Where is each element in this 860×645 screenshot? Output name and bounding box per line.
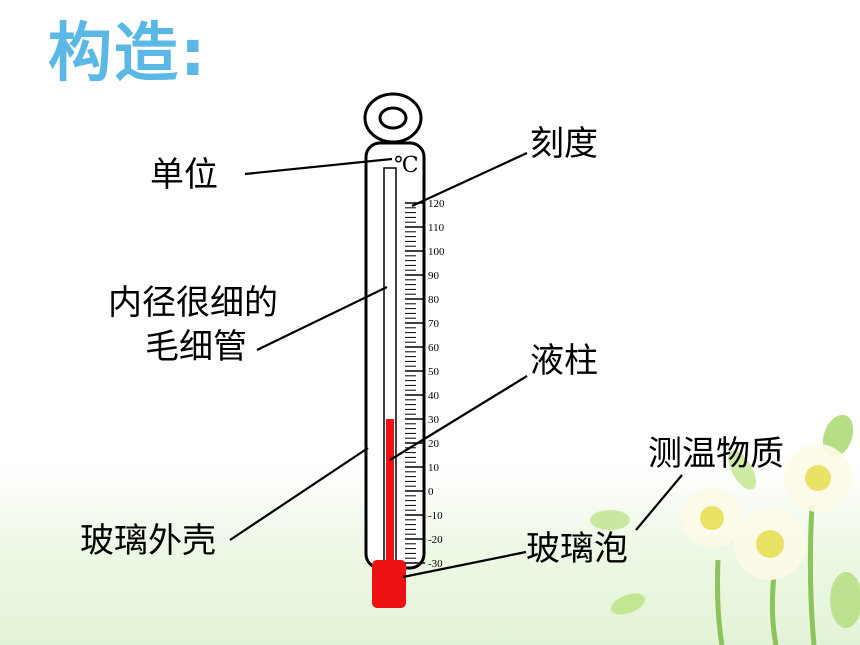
thermometric-substance-label: 测温物质 bbox=[648, 434, 784, 474]
scale-label: 刻度 bbox=[530, 124, 598, 164]
unit-symbol: ℃ bbox=[394, 153, 419, 178]
tick-label: 20 bbox=[428, 438, 440, 450]
tick-label: 90 bbox=[428, 270, 440, 282]
tick-label: 120 bbox=[428, 198, 445, 210]
tick-label: 110 bbox=[428, 222, 445, 234]
tick-label: 40 bbox=[428, 390, 440, 402]
glass-bulb-label: 玻璃泡 bbox=[526, 529, 628, 569]
tick-label: 30 bbox=[428, 414, 440, 426]
tick-label: 80 bbox=[428, 294, 440, 306]
capillary-label-line1: 内径很细的 bbox=[108, 283, 278, 323]
tick-label: -30 bbox=[428, 558, 443, 570]
liquid-column-label: 液柱 bbox=[530, 341, 598, 381]
tick-label: 60 bbox=[428, 342, 440, 354]
liquid-column bbox=[386, 419, 394, 568]
tick-label: 10 bbox=[428, 462, 440, 474]
flower-decoration bbox=[590, 414, 860, 645]
leader-lines bbox=[229, 152, 683, 579]
capillary-label-line2: 毛细管 bbox=[145, 327, 247, 367]
tick-label: 50 bbox=[428, 366, 440, 378]
tick-label: 100 bbox=[428, 246, 445, 258]
slide-title: 构造: bbox=[48, 17, 208, 91]
unit-label: 单位 bbox=[150, 155, 218, 195]
tick-label: 70 bbox=[428, 318, 440, 330]
tick-label: -20 bbox=[428, 534, 443, 546]
tick-label: -10 bbox=[428, 510, 443, 522]
glass-shell-label: 玻璃外壳 bbox=[80, 521, 216, 561]
glass-bulb bbox=[372, 560, 406, 608]
tick-label: 0 bbox=[428, 486, 434, 498]
